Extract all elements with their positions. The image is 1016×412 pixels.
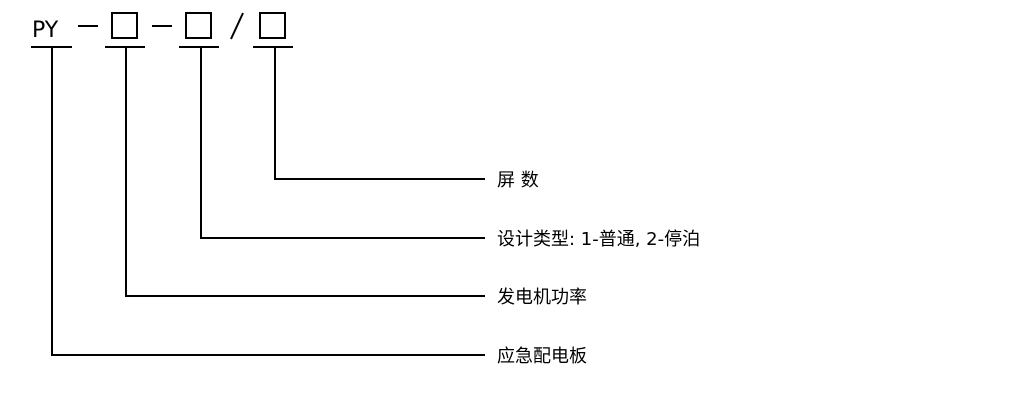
leader-type <box>200 47 485 239</box>
placeholder-box-power <box>111 12 138 39</box>
code-prefix: PY <box>32 18 59 43</box>
label-emergency-switchboard: 应急配电板 <box>497 346 587 367</box>
label-screens: 屏 数 <box>497 170 539 191</box>
placeholder-box-type <box>185 12 212 39</box>
placeholder-box-screens <box>259 12 286 39</box>
slash-separator <box>230 12 244 40</box>
leader-power <box>125 47 485 297</box>
label-generator-power: 发电机功率 <box>497 287 587 308</box>
label-design-type: 设计类型: 1-普通, 2-停泊 <box>497 229 700 250</box>
leader-prefix <box>51 47 485 356</box>
leader-screens <box>274 47 485 180</box>
